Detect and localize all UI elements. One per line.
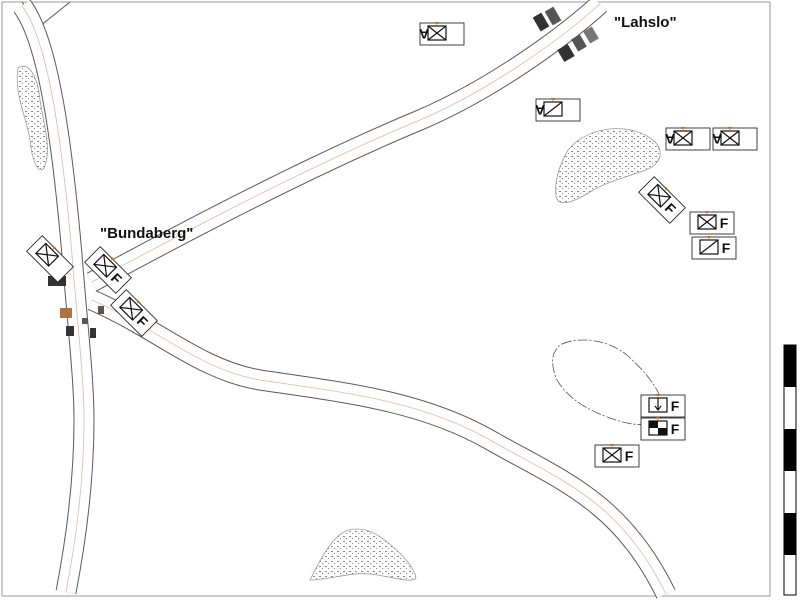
marsh-area [309,528,417,581]
unit-cross-line [697,214,717,230]
building [583,26,599,44]
unit-position-marker [136,299,141,304]
unit-symbol-u-east-3[interactable]: F [689,211,735,235]
unit-cross-line [93,263,117,268]
unit-letter: F [720,215,729,231]
unit-arrow-head [654,405,662,411]
unit-letter: A [535,102,545,118]
unit-symbol-u-bundaberg-1[interactable] [26,235,74,283]
building [571,34,587,52]
unit-letter: F [625,448,634,464]
unit-letter: A [712,131,722,147]
map-border [1,1,771,597]
road-layer [13,0,676,599]
unit-letter: F [671,398,680,414]
unit-symbol-u-road-se[interactable]: F [110,289,158,337]
unit-symbol-u-east-1[interactable]: A [665,127,711,151]
unit-symbol-u-oval-2[interactable]: F [640,417,686,441]
unit-symbol-u-east-2[interactable]: A [712,127,758,151]
road-northeast-centerline [91,3,601,283]
unit-symbol-u-lake-se[interactable]: F [638,176,686,224]
unit-letter: A [665,131,675,147]
unit-position-marker [728,127,732,130]
unit-diagonal-line [699,239,719,255]
unit-symbol-u-east-4[interactable]: F [691,236,737,260]
building [532,12,550,32]
unit-position-marker [656,394,660,397]
lake-area [555,128,661,204]
unit-cross-line [673,130,693,146]
building [98,306,104,314]
building [60,308,72,318]
unit-cross-line [427,25,447,41]
unit-position-marker [705,211,709,214]
unit-position-marker [656,417,660,420]
unit-symbol-u-oval-3[interactable]: F [594,444,640,468]
scale-bar [783,344,797,596]
town-label-bundaberg: "Bundaberg" [100,225,194,242]
unit-cross-line [602,447,622,463]
building [82,318,88,324]
building [544,6,562,26]
unit-cross-line [35,252,59,257]
terrain-layer [16,65,665,581]
unit-check-cell [658,428,667,435]
unit-letter: A [419,26,429,42]
road-west-centerline [21,5,85,593]
unit-letter: F [671,421,680,437]
unit-cross-line [720,130,740,146]
unit-position-marker [551,98,555,101]
unit-symbol-u-top-center[interactable]: A [419,22,465,46]
unit-position-marker [664,186,669,191]
road-southeast-centerline [91,299,667,595]
marsh-area [16,65,48,171]
unit-position-marker [435,22,439,25]
unit-position-marker [610,444,614,447]
scale-bar-segment [784,345,796,387]
map-corner-line [39,1,71,27]
scale-bar-segment [784,429,796,471]
unit-check-cell [649,421,658,428]
unit-position-marker [110,256,115,261]
unit-diagonal-line [543,101,563,117]
unit-letter: F [722,240,731,256]
unit-symbol-u-oval-1[interactable]: F [640,394,686,418]
building [90,328,96,338]
building [66,326,74,336]
town-label-lahslo: "Lahslo" [614,14,677,31]
unit-cross-line [647,193,671,198]
unit-position-marker [707,236,711,239]
unit-position-marker [52,245,57,250]
unit-cross-line [119,306,143,311]
unit-position-marker [681,127,685,130]
scale-bar-segment [784,513,796,555]
building [557,43,575,63]
unit-symbol-u-lahslo-diag[interactable]: A [535,98,581,122]
unit-symbol-u-bundaberg-2[interactable]: F [84,246,132,294]
